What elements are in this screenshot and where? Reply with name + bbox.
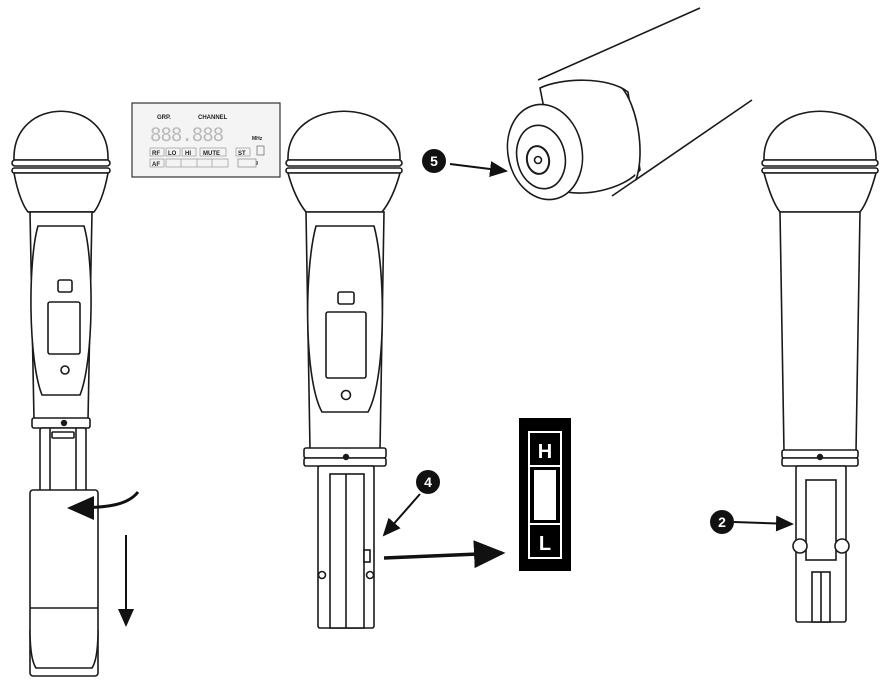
callout-two-line	[733, 515, 794, 532]
callout-four-line	[382, 493, 421, 537]
lcd-af: AF	[152, 162, 160, 168]
mic-capsule-closeup	[506, 7, 753, 201]
mic4-band-top	[761, 159, 879, 167]
microphone-1	[11, 110, 111, 677]
mic2-display	[325, 311, 367, 379]
mic2-button	[337, 291, 355, 305]
svg-text:4: 4	[424, 474, 432, 490]
lcd-channel-label: CHANNEL	[198, 115, 228, 121]
mic2-band-top	[285, 159, 403, 167]
svg-text:2: 2	[718, 514, 726, 530]
callout-five: 5	[422, 149, 446, 173]
mic2-grille	[287, 110, 401, 161]
lcd-display: GRP. CHANNEL 888.888 MHz RF LO HI MUTE S…	[131, 102, 281, 178]
microphone-4	[761, 110, 879, 623]
capsule-center	[525, 145, 551, 175]
callout-four: 4	[416, 470, 440, 494]
mic4-neck	[762, 172, 878, 213]
mic2-neck	[286, 172, 402, 213]
mic1-led	[60, 365, 70, 375]
lcd-digits: 888.888	[150, 124, 224, 146]
microphone-2	[285, 110, 403, 629]
mic4-body	[779, 211, 861, 453]
mic1-battery-cover	[29, 489, 99, 677]
switch-high-label: H	[538, 441, 552, 463]
lcd-hi: HI	[185, 151, 191, 157]
lcd-grp-label: GRP.	[157, 115, 171, 121]
mic1-button	[57, 279, 73, 293]
hl-switch: H L	[519, 418, 571, 571]
mic2-led	[340, 389, 352, 401]
callout-two: 2	[710, 510, 734, 534]
svg-text:5: 5	[430, 153, 438, 169]
lcd-mute: MUTE	[203, 151, 220, 157]
lcd-st: ST	[238, 151, 246, 157]
mic4-grille	[763, 110, 877, 161]
lcd-lo: LO	[168, 151, 177, 157]
unscrew-arrow	[67, 491, 140, 520]
switch-slider	[534, 470, 556, 520]
mic1-display	[47, 301, 81, 355]
mic1-grille	[13, 110, 109, 161]
lcd-rf: RF	[152, 151, 160, 157]
switch-pointer-arrow	[383, 540, 506, 569]
switch-low-label: L	[539, 533, 551, 555]
lcd-unit: MHz	[252, 136, 263, 142]
lcd-lock-icon	[256, 145, 265, 156]
mic1-band-top	[11, 159, 111, 167]
mic1-neck	[13, 172, 109, 213]
callout-five-line	[449, 161, 508, 177]
